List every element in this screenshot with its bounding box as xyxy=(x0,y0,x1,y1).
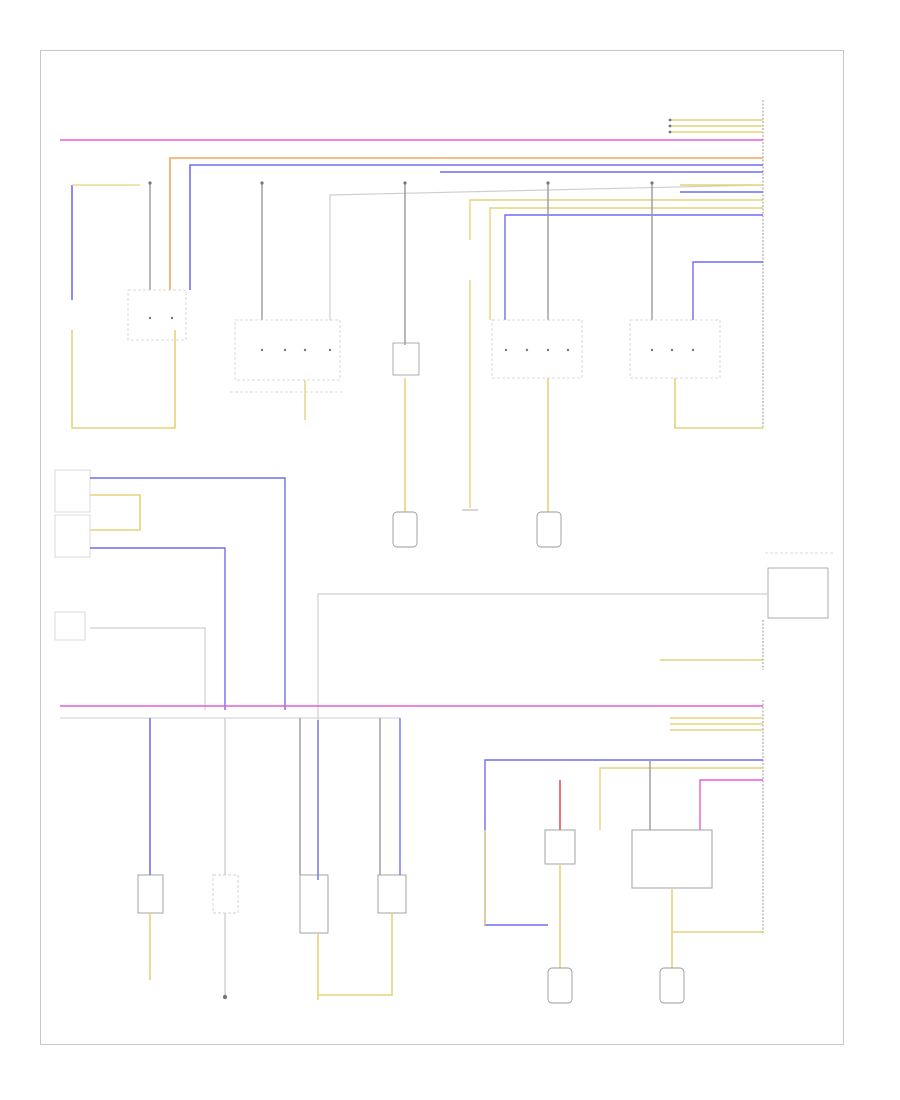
connector-icon xyxy=(668,130,672,134)
center-relay-block xyxy=(767,567,829,619)
switch-module-2 xyxy=(234,319,341,381)
gray-wire-1 xyxy=(329,184,764,320)
bulb-icon xyxy=(547,967,573,1004)
connector-icon xyxy=(403,181,407,185)
switch-icon xyxy=(299,874,329,934)
left-yellow-loop xyxy=(71,330,176,429)
blue-wire-1 xyxy=(189,164,763,290)
rear-left-switch xyxy=(54,514,91,558)
bottom-right-blue xyxy=(484,759,763,926)
switch-icon xyxy=(137,874,164,914)
ground-icon xyxy=(222,994,228,1000)
connector-icon xyxy=(546,181,550,185)
connector-icon xyxy=(668,118,672,122)
connector-icon xyxy=(260,181,264,185)
relay-feed-gray xyxy=(317,593,768,880)
switch-module-5 xyxy=(629,319,721,379)
module-5-yellow xyxy=(674,378,763,429)
ground-feed-4 xyxy=(318,913,393,996)
alarm-switch xyxy=(54,611,86,641)
switch-module-3 xyxy=(392,342,420,376)
bulb-icon xyxy=(659,967,685,1004)
connector-icon xyxy=(148,181,152,185)
rear-right-switch xyxy=(54,469,91,513)
module-pins xyxy=(148,316,695,352)
bottom-right-yellow-2 xyxy=(599,767,763,830)
bottom-right-pink xyxy=(699,779,763,830)
blue-wire-4 xyxy=(504,214,763,320)
switch-module-4 xyxy=(491,319,583,379)
rear-switch-blue xyxy=(90,477,286,710)
connector-icon xyxy=(668,124,672,128)
diagram-frame xyxy=(40,50,844,1045)
switch-icon xyxy=(377,874,407,914)
alarm-wire xyxy=(90,627,206,710)
orange-wire xyxy=(169,157,763,290)
connector-icon xyxy=(650,181,654,185)
rear-switch-yellow xyxy=(90,494,141,531)
bulb-icon xyxy=(536,511,562,548)
bulb-icon xyxy=(392,511,418,548)
yellow-wire-c xyxy=(489,207,763,320)
switch-module-1 xyxy=(127,289,187,341)
rear-switch-blue-2 xyxy=(90,547,226,710)
blue-wire-5 xyxy=(692,261,763,320)
switch-icon xyxy=(212,874,239,914)
yellow-wire-b xyxy=(469,199,763,240)
passenger-module xyxy=(631,829,713,889)
passenger-switch xyxy=(544,829,576,865)
